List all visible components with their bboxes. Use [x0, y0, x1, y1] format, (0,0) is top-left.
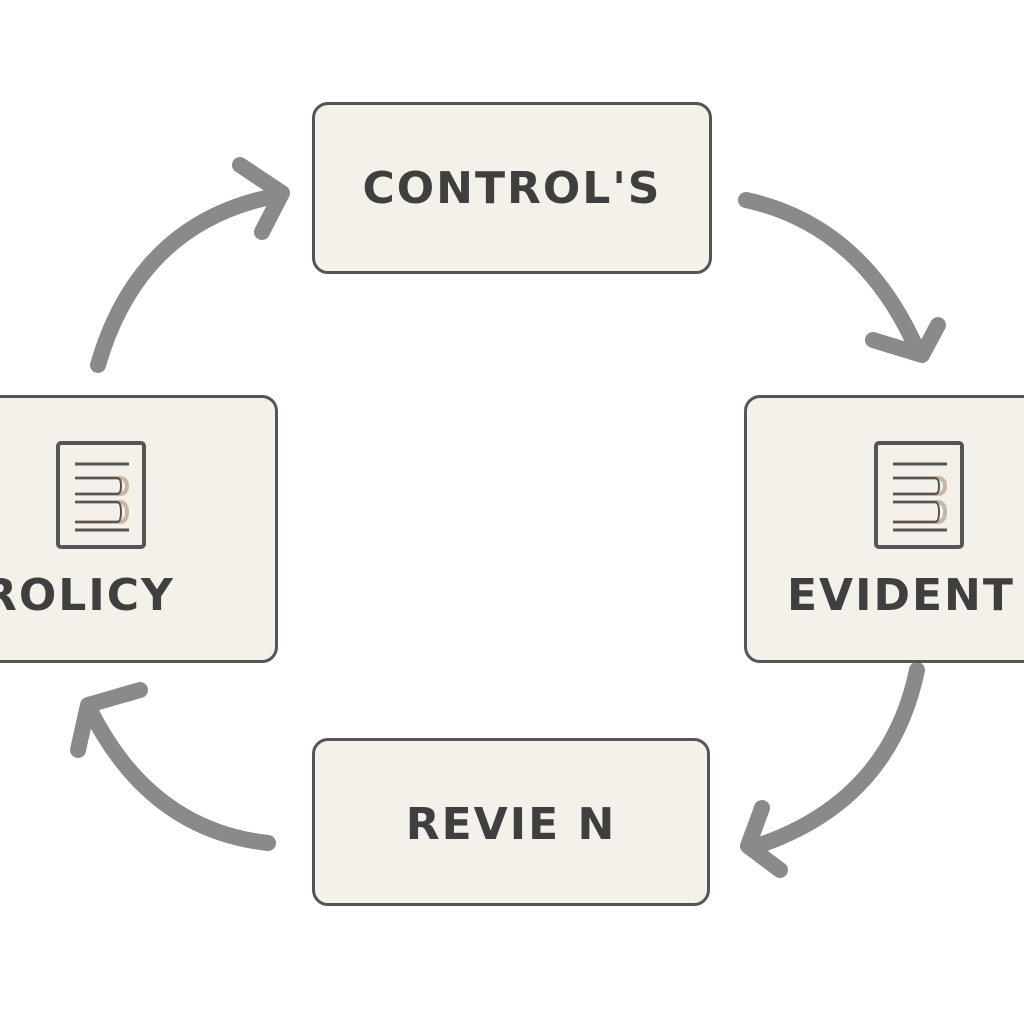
document-icon	[56, 441, 146, 549]
policy-label: ROLICY	[0, 570, 175, 621]
policy-node: ROLICY	[0, 395, 278, 663]
review-label: REVIE N	[405, 799, 617, 850]
arrow-controls-to-evidence	[738, 192, 946, 363]
arrow-evidence-to-review	[740, 662, 925, 878]
review-node: REVIE N	[312, 738, 710, 906]
arrow-policy-to-controls	[90, 157, 290, 373]
evidence-node: EVIDENT	[744, 395, 1024, 663]
evidence-label: EVIDENT	[787, 570, 1015, 621]
controls-node: CONTROL'S	[312, 102, 712, 274]
controls-label: CONTROL'S	[362, 163, 662, 214]
document-icon	[874, 441, 964, 549]
arrow-review-to-policy	[70, 682, 276, 851]
